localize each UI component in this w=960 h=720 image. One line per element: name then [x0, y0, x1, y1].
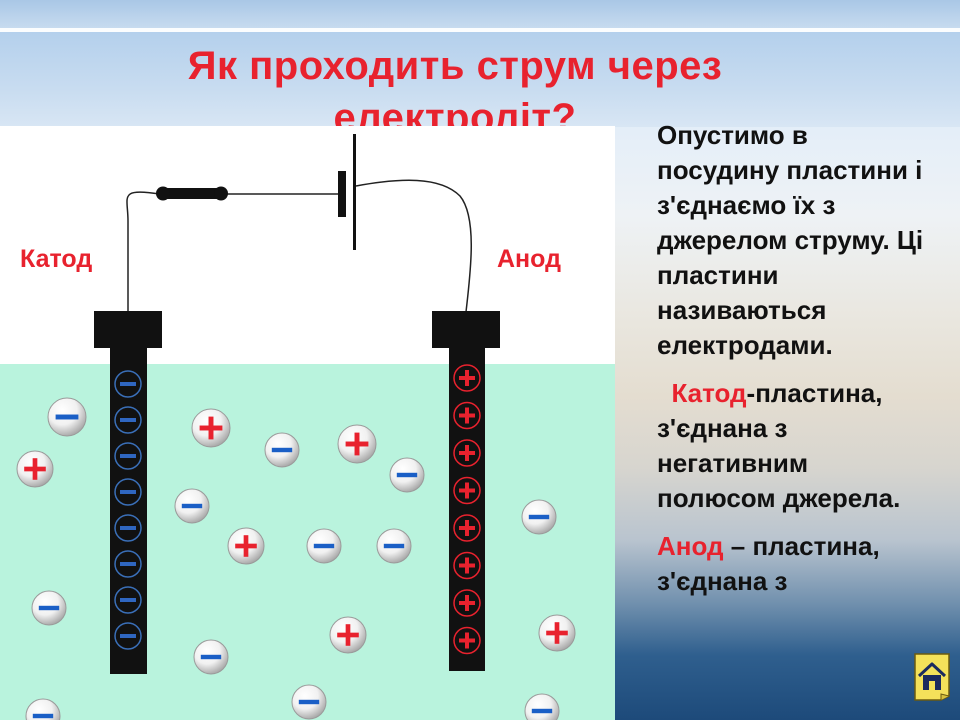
paragraph-anode: Анод – пластина, з'єднана з	[657, 529, 932, 599]
battery-short-plate	[338, 171, 346, 217]
positive-ion	[538, 614, 576, 652]
cathode-minus-mark	[114, 550, 142, 578]
negative-ion	[174, 488, 210, 524]
cathode-minus-mark	[114, 370, 142, 398]
diagram-svg: Катод Анод	[0, 126, 615, 720]
positive-ion	[16, 450, 54, 488]
positive-ion	[227, 527, 265, 565]
anode-cap	[432, 311, 500, 348]
cathode-cap	[94, 311, 162, 348]
cathode-minus-mark	[114, 478, 142, 506]
negative-ion	[376, 528, 412, 564]
cathode-minus-mark	[114, 442, 142, 470]
positive-ion	[191, 408, 231, 448]
positive-ion	[337, 424, 377, 464]
anode-charges	[453, 364, 481, 655]
electrolysis-diagram: Катод Анод	[0, 126, 615, 720]
battery-long-plate	[353, 134, 356, 250]
home-button[interactable]	[911, 652, 951, 702]
anode-plus-mark	[453, 514, 481, 542]
negative-ion	[25, 698, 61, 720]
cathode-minus-mark	[114, 622, 142, 650]
anode-plus-mark	[453, 551, 481, 580]
anode-label: Анод	[497, 245, 561, 273]
negative-ion	[306, 528, 342, 564]
ions	[16, 397, 576, 720]
negative-ion	[31, 590, 67, 626]
negative-ion	[524, 693, 560, 720]
wire-cathode	[126, 191, 161, 312]
top-divider	[0, 28, 960, 32]
negative-ion	[193, 639, 229, 675]
cathode-charges	[114, 370, 142, 650]
anode-plus-mark	[453, 439, 481, 467]
negative-ion	[47, 397, 87, 437]
paragraph-cathode: Катод-пластина, з'єднана з негативним по…	[657, 376, 932, 516]
positive-ion	[329, 616, 367, 654]
explanation-text: Опустимо в посудину пластини і з'єднаємо…	[657, 118, 932, 612]
switch-terminal-right	[214, 186, 228, 201]
home-icon	[914, 653, 950, 701]
slide-title-line-1: Як проходить струм через	[187, 44, 723, 88]
anode-plus-mark	[453, 626, 481, 655]
anode-plus-mark	[453, 401, 481, 430]
anode-definition: – пластина, з'єднана з	[657, 531, 880, 596]
negative-ion	[291, 684, 327, 720]
negative-ion	[521, 499, 557, 535]
negative-ion	[389, 457, 425, 493]
cathode-minus-mark	[114, 586, 142, 614]
switch-terminal-left	[156, 186, 170, 201]
cathode-plate	[110, 346, 147, 674]
paragraph-electrodes: Опустимо в посудину пластини і з'єднаємо…	[657, 120, 924, 360]
cathode-minus-mark	[114, 514, 142, 542]
top-band	[0, 0, 960, 28]
anode-plus-mark	[453, 476, 481, 505]
anode-plate	[449, 346, 485, 671]
anode-plus-mark	[453, 364, 481, 392]
cathode-minus-mark	[114, 406, 142, 434]
anode-term: Анод	[657, 531, 724, 561]
wire-anode	[355, 179, 472, 313]
cathode-label: Катод	[20, 245, 92, 273]
anode-plus-mark	[453, 589, 481, 617]
switch-bar	[158, 188, 224, 199]
negative-ion	[264, 432, 300, 468]
title-band	[0, 32, 960, 127]
cathode-definition: -пластина, з'єднана з негативним полюсом…	[657, 378, 901, 513]
slide-title: Як проходить струм через електроліт?	[120, 40, 790, 144]
cathode-term: Катод	[671, 378, 747, 408]
